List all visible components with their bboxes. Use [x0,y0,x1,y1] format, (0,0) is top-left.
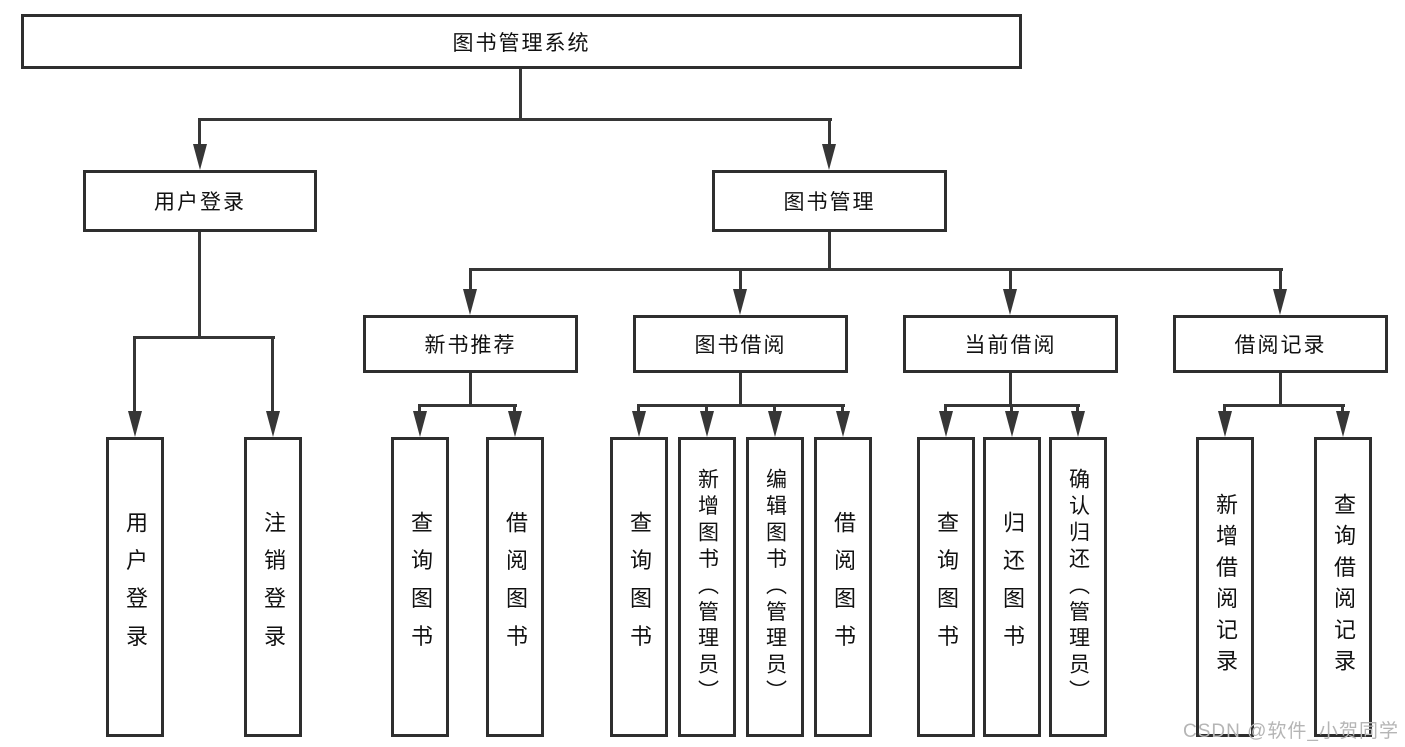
connector-stem-user-login [198,232,201,338]
arrow-down-icon [413,411,427,437]
node-user-login: 用户登录 [83,170,317,232]
connector-drop [133,336,136,415]
connector-stem-book-borrow [739,373,742,406]
arrow-down-icon [836,411,850,437]
arrow-down-icon [733,289,747,315]
node-user-login-label: 用户登录 [154,191,246,214]
node-borrow-records-label: 借阅记录 [1234,334,1327,357]
leaf-return-books-label: 归还图书 [1000,511,1025,663]
arrow-down-icon [1003,289,1017,315]
leaf-return-books: 归还图书 [983,437,1041,737]
node-root-system: 图书管理系统 [21,14,1022,69]
connector-bar-borrow-records [1223,404,1345,407]
node-borrow-records: 借阅记录 [1173,315,1388,373]
connector-drop [705,404,708,416]
leaf-borrow-books: 借阅图书 [814,437,872,737]
connector-drop [1009,268,1012,293]
connector-drop [944,404,947,416]
node-new-book-recommend: 新书推荐 [363,315,578,373]
node-book-borrow: 图书借阅 [633,315,848,373]
leaf-query-borrow-record-label: 查询借阅记录 [1331,493,1356,681]
arrow-down-icon [128,411,142,437]
connector-drop [198,118,201,148]
leaf-query-borrow-record: 查询借阅记录 [1314,437,1372,737]
connector-drop [1341,404,1344,416]
leaf-query-books-current: 查询图书 [917,437,975,737]
connector-drop [773,404,776,416]
connector-stem-new-book-recommend [469,373,472,406]
connector-drop [271,336,274,415]
node-new-book-recommend-label: 新书推荐 [424,334,517,357]
csdn-watermark: CSDN @软件_小贺同学 [1183,721,1399,742]
arrow-down-icon [1273,289,1287,315]
connector-bar-book-borrow [637,404,845,407]
connector-stem-root [519,69,522,120]
connector-drop [1010,404,1013,416]
arrow-down-icon [463,289,477,315]
leaf-logout: 注销登录 [244,437,302,737]
leaf-borrow-books-label: 借阅图书 [831,511,856,663]
arrow-down-icon [632,411,646,437]
leaf-borrow-books-recommend-label: 借阅图书 [503,511,528,663]
node-book-management: 图书管理 [712,170,947,232]
connector-stem-book-management [828,232,831,270]
leaf-confirm-return-admin: 确认归还（管理员） [1049,437,1107,737]
leaf-edit-books-admin-label: 编辑图书（管理员） [763,467,787,707]
node-book-borrow-label: 图书借阅 [694,334,787,357]
connector-drop [841,404,844,416]
leaf-user-login: 用户登录 [106,437,164,737]
leaf-confirm-return-admin-label: 确认归还（管理员） [1066,467,1090,707]
arrow-down-icon [1218,411,1232,437]
leaf-query-books-current-label: 查询图书 [934,511,959,663]
node-current-borrow: 当前借阅 [903,315,1118,373]
connector-bar-book-management [469,268,1283,271]
arrow-down-icon [508,411,522,437]
leaf-add-borrow-record-label: 新增借阅记录 [1213,493,1238,681]
connector-bar-root [198,118,832,121]
connector-drop [828,118,831,148]
arrow-down-icon [939,411,953,437]
arrow-down-icon [768,411,782,437]
connector-bar-new-book-recommend [418,404,517,407]
connector-drop [1279,268,1282,293]
leaf-edit-books-admin: 编辑图书（管理员） [746,437,804,737]
arrow-down-icon [700,411,714,437]
leaf-add-borrow-record: 新增借阅记录 [1196,437,1254,737]
connector-drop [513,404,516,416]
leaf-user-login-label: 用户登录 [123,511,148,663]
node-current-borrow-label: 当前借阅 [964,334,1057,357]
leaf-query-books-recommend-label: 查询图书 [408,511,433,663]
arrow-down-icon [1071,411,1085,437]
connector-drop [637,404,640,416]
arrow-down-icon [266,411,280,437]
connector-drop [739,268,742,293]
connector-drop [1076,404,1079,416]
leaf-query-books-recommend: 查询图书 [391,437,449,737]
leaf-add-books-admin: 新增图书（管理员） [678,437,736,737]
leaf-query-books-borrow-label: 查询图书 [627,511,652,663]
connector-drop [418,404,421,416]
node-root-label: 图书管理系统 [452,31,591,55]
connector-drop [469,268,472,293]
arrow-down-icon [193,144,207,170]
node-book-management-label: 图书管理 [783,191,876,214]
arrow-down-icon [822,144,836,170]
connector-drop [1223,404,1226,416]
connector-stem-borrow-records [1279,373,1282,406]
arrow-down-icon [1005,411,1019,437]
leaf-query-books-borrow: 查询图书 [610,437,668,737]
leaf-borrow-books-recommend: 借阅图书 [486,437,544,737]
leaf-logout-label: 注销登录 [261,511,286,663]
leaf-add-books-admin-label: 新增图书（管理员） [695,467,719,707]
arrow-down-icon [1336,411,1350,437]
connector-stem-current-borrow [1009,373,1012,406]
connector-bar-user-login [133,336,275,339]
